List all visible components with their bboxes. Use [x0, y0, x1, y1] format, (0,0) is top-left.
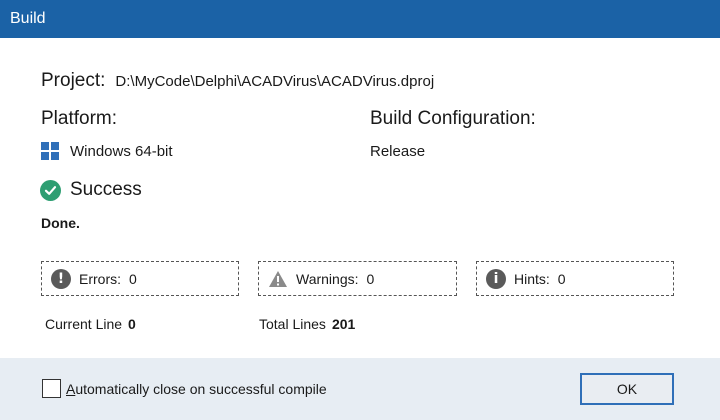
auto-close-checkbox[interactable] [42, 379, 61, 398]
current-line: Current Line 0 [45, 316, 136, 332]
build-status: Success [40, 179, 142, 201]
project-row: Project: D:\MyCode\Delphi\ACADVirus\ACAD… [41, 70, 434, 92]
info-circle-icon: i [486, 268, 506, 289]
hints-box: i Hints: 0 [476, 261, 674, 296]
hints-count: 0 [557, 270, 566, 287]
build-configuration-label: Build Configuration: [370, 108, 536, 129]
status-message: Done. [41, 215, 80, 231]
auto-close-label-text: utomatically close on successful compile [75, 380, 327, 397]
window-titlebar: Build [0, 0, 720, 38]
platform-label: Platform: [41, 108, 118, 129]
windows-icon [41, 142, 59, 160]
auto-close-accelerator: A [66, 380, 76, 397]
warnings-box: Warnings: 0 [258, 261, 457, 296]
auto-close-option[interactable]: Automatically close on successful compil… [42, 379, 327, 398]
platform-value: Windows 64-bit [41, 142, 173, 160]
current-line-value: 0 [128, 316, 136, 332]
ok-button[interactable]: OK [580, 373, 674, 405]
project-path: D:\MyCode\Delphi\ACADVirus\ACADVirus.dpr… [115, 73, 435, 90]
current-line-label: Current Line [45, 316, 123, 332]
errors-label: Errors: [79, 270, 121, 287]
build-configuration-value: Release [370, 143, 426, 160]
window-title: Build [10, 10, 46, 27]
total-lines: Total Lines 201 [259, 316, 355, 332]
hints-label: Hints: [514, 270, 550, 287]
total-lines-value: 201 [331, 316, 356, 332]
warning-triangle-icon [268, 269, 288, 289]
warnings-count: 0 [366, 270, 375, 287]
status-text: Success [70, 179, 142, 200]
auto-close-label[interactable]: Automatically close on successful compil… [66, 381, 327, 397]
warnings-label: Warnings: [296, 270, 359, 287]
total-lines-label: Total Lines [259, 316, 326, 332]
errors-count: 0 [129, 270, 137, 287]
errors-box: ! Errors: 0 [41, 261, 239, 296]
platform-name: Windows 64-bit [70, 142, 173, 160]
error-circle-icon: ! [51, 268, 71, 289]
project-label: Project: [41, 70, 106, 91]
check-circle-icon [40, 179, 61, 201]
